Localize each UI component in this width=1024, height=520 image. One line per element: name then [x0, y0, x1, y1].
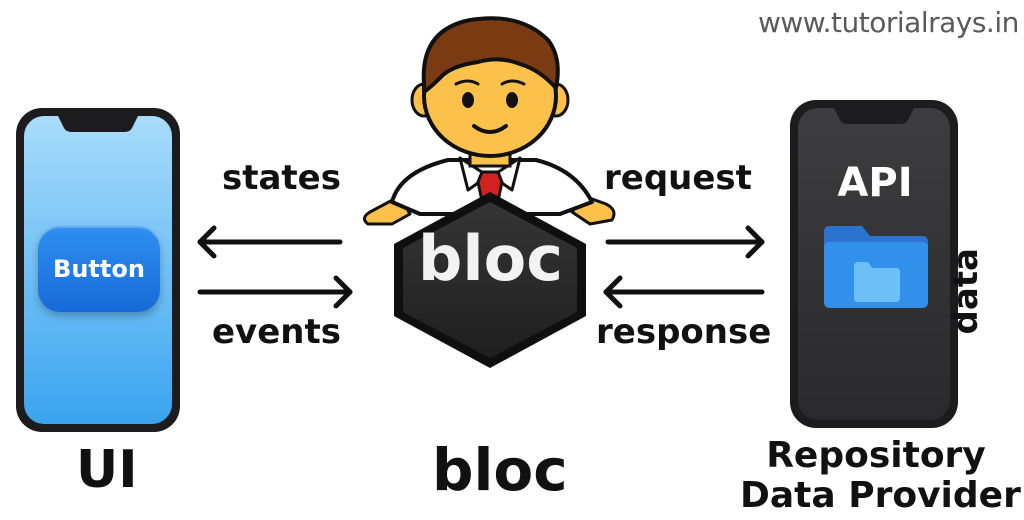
- response-label: response: [596, 312, 772, 352]
- ui-phone-notch: [58, 116, 138, 132]
- folder-icon: [824, 226, 928, 308]
- request-arrow: [605, 225, 765, 259]
- ui-button[interactable]: Button: [38, 226, 160, 312]
- repository-caption-line1: Repository: [766, 435, 986, 476]
- states-label: states: [222, 158, 341, 198]
- bloc-hexagon-badge: [394, 192, 586, 368]
- repository-caption: Repository Data Provider: [740, 435, 1021, 516]
- hair: [421, 16, 560, 94]
- events-label: events: [212, 312, 341, 352]
- ui-caption: UI: [76, 440, 138, 500]
- states-arrow: [197, 225, 343, 259]
- bloc-badge-label: bloc: [418, 222, 563, 295]
- request-label: request: [604, 158, 752, 198]
- events-arrow: [197, 275, 353, 309]
- api-label: API: [837, 160, 913, 206]
- repository-phone-notch: [834, 108, 914, 124]
- bloc-caption: bloc: [432, 436, 568, 504]
- response-arrow: [603, 275, 765, 309]
- repository-caption-line2: Data Provider: [740, 475, 1021, 516]
- data-label: data: [946, 248, 986, 335]
- website-watermark: www.tutorialrays.in: [758, 6, 1019, 39]
